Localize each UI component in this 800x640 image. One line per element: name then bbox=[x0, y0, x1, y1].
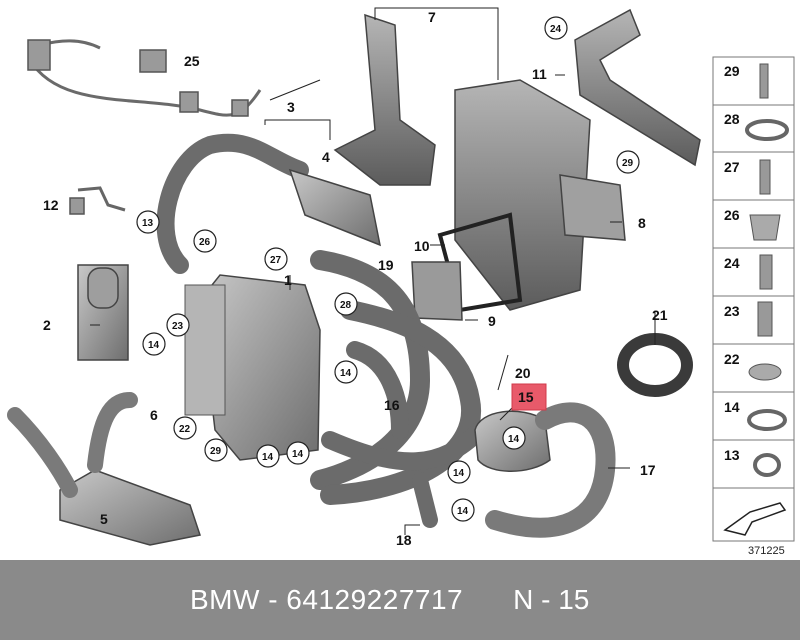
circle-14g: 14 bbox=[457, 506, 469, 517]
circle-29b: 29 bbox=[210, 446, 222, 457]
circle-22-marker bbox=[173, 416, 197, 440]
circle-14a-marker bbox=[142, 332, 166, 356]
circle-14c: 14 bbox=[508, 434, 520, 445]
circle-27-marker bbox=[264, 247, 288, 271]
parts-legend: 29 28 27 26 24 23 22 14 13 bbox=[712, 56, 795, 542]
callout-12: 12 bbox=[43, 197, 59, 213]
legend-item-4: 24 bbox=[724, 255, 740, 271]
support-part-11 bbox=[574, 8, 701, 167]
circle-28: 28 bbox=[340, 300, 352, 311]
callout-5: 5 bbox=[100, 511, 108, 527]
callout-11: 11 bbox=[532, 66, 547, 82]
heater-part-1 bbox=[184, 274, 321, 461]
parts-diagram: 29 28 27 26 24 23 22 14 13 371225 bbox=[7, 7, 795, 557]
circle-14a: 14 bbox=[148, 340, 160, 351]
circle-13-marker bbox=[136, 210, 160, 234]
legend-item-6: 22 bbox=[724, 351, 740, 367]
part-reference-text: N - 15 bbox=[513, 584, 590, 615]
circle-14d: 14 bbox=[262, 452, 274, 463]
bracket-part-7 bbox=[333, 13, 436, 186]
footer-bar: BMW - 64129227717 N - 15 bbox=[0, 560, 800, 640]
callout-1: 1 bbox=[284, 272, 292, 288]
callout-7: 7 bbox=[428, 9, 436, 25]
legend-item-1: 28 bbox=[724, 111, 740, 127]
legend-item-3: 26 bbox=[724, 207, 740, 223]
coolant-hoses bbox=[310, 250, 489, 528]
callout-15: 15 bbox=[518, 389, 534, 405]
circle-14d-marker bbox=[256, 444, 280, 468]
callout-25: 25 bbox=[184, 53, 200, 69]
legend-item-2: 27 bbox=[724, 159, 740, 175]
callout-9: 9 bbox=[488, 313, 496, 329]
callout-8: 8 bbox=[638, 215, 646, 231]
callout-4: 4 bbox=[322, 149, 330, 165]
legend-item-0: 29 bbox=[724, 63, 740, 79]
circle-24-marker bbox=[544, 16, 568, 40]
sensor-part-12 bbox=[69, 186, 126, 215]
circle-28-marker bbox=[334, 292, 358, 316]
callout-20: 20 bbox=[515, 365, 531, 381]
housing-bracket bbox=[411, 79, 626, 321]
valve-part-2 bbox=[77, 264, 129, 361]
circle-27: 27 bbox=[270, 255, 282, 266]
circle-14b-marker bbox=[334, 360, 358, 384]
circle-26: 26 bbox=[199, 237, 211, 248]
wiring-harness-part-25 bbox=[27, 39, 262, 117]
circle-14b: 14 bbox=[340, 368, 352, 379]
callout-2: 2 bbox=[43, 317, 51, 333]
exhaust-part-5 bbox=[7, 392, 201, 546]
part-number-text: BMW - 64129227717 bbox=[190, 584, 464, 615]
circle-14f: 14 bbox=[453, 468, 465, 479]
callout-6: 6 bbox=[150, 407, 158, 423]
circle-29b-marker bbox=[204, 438, 228, 462]
circle-14g-marker bbox=[451, 498, 475, 522]
circle-14f-marker bbox=[447, 460, 471, 484]
leader-lines bbox=[90, 7, 656, 535]
legend-item-8: 13 bbox=[724, 447, 740, 463]
circle-26-marker bbox=[193, 229, 217, 253]
callout-10: 10 bbox=[414, 238, 430, 254]
legend-item-5: 23 bbox=[724, 303, 740, 319]
circle-29: 29 bbox=[622, 158, 634, 169]
callout-16: 16 bbox=[384, 397, 400, 413]
legend-item-7: 14 bbox=[724, 399, 740, 415]
circle-13: 13 bbox=[142, 218, 154, 229]
callout-21: 21 bbox=[652, 307, 668, 323]
circle-24: 24 bbox=[550, 24, 562, 35]
highlight-box bbox=[511, 383, 547, 411]
circle-22: 22 bbox=[179, 424, 191, 435]
circle-23: 23 bbox=[172, 321, 184, 332]
callout-17: 17 bbox=[640, 462, 656, 478]
circle-14e: 14 bbox=[292, 449, 304, 460]
circle-29-marker bbox=[616, 150, 640, 174]
hose-part-17 bbox=[485, 402, 616, 538]
callout-18: 18 bbox=[396, 532, 412, 548]
hose-part-3 bbox=[156, 133, 382, 274]
callout-19: 19 bbox=[378, 257, 394, 273]
callout-3: 3 bbox=[287, 99, 295, 115]
circle-14c-marker bbox=[502, 426, 526, 450]
clamp-part-21 bbox=[617, 333, 693, 397]
circle-14e-marker bbox=[286, 441, 310, 465]
circle-23-marker bbox=[166, 313, 190, 337]
diagram-code: 371225 bbox=[748, 545, 785, 557]
